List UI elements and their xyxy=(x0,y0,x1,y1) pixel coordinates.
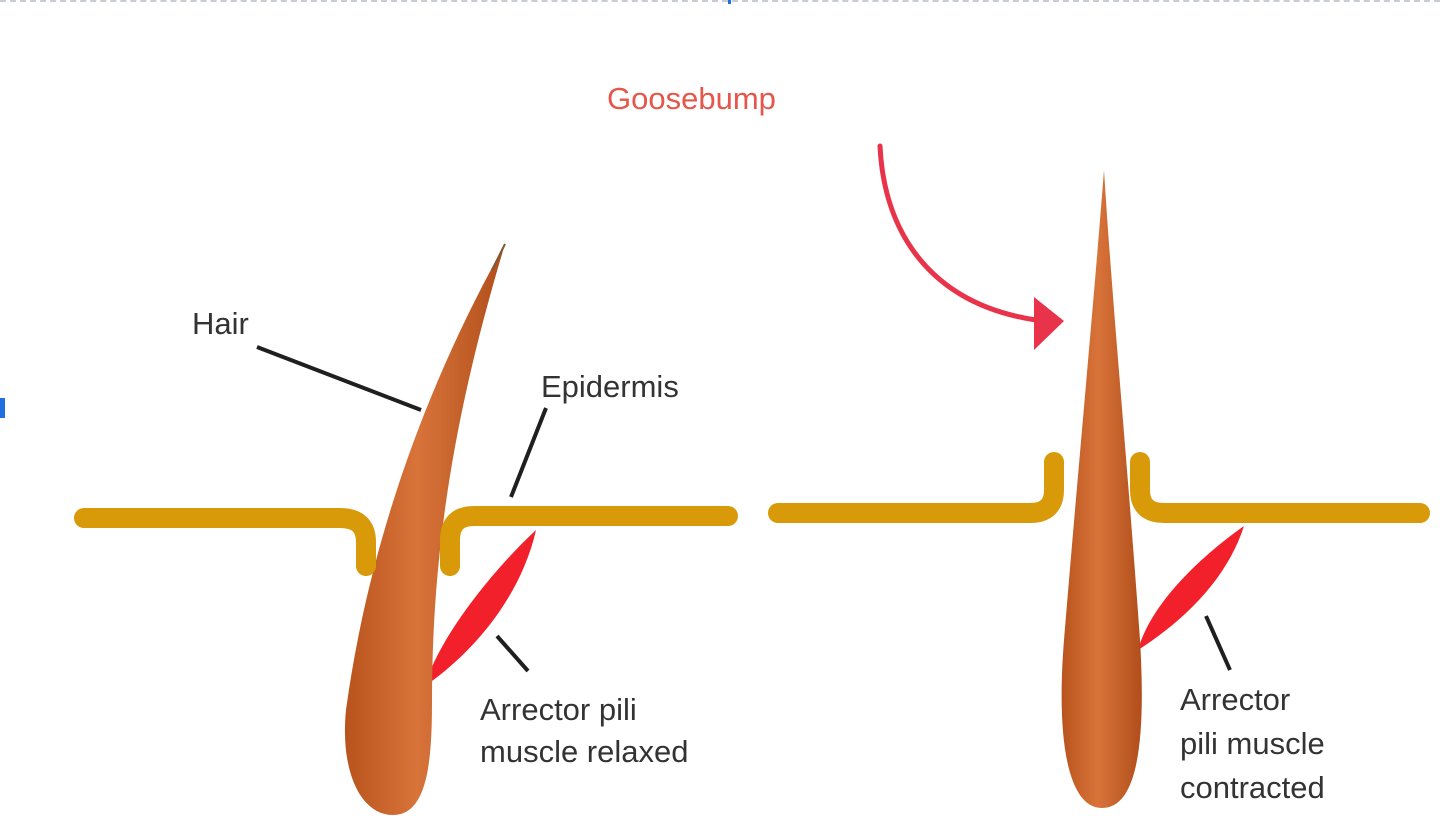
epidermis-leader-line xyxy=(509,407,548,498)
relaxed-muscle-leader-line xyxy=(495,634,530,673)
arrector-muscle-relaxed xyxy=(425,530,536,686)
left-marker xyxy=(0,398,5,418)
contracted-label-line2: pili muscle xyxy=(1180,726,1325,761)
arrector-muscle-contracted xyxy=(1138,526,1244,650)
epidermis-left xyxy=(74,506,738,576)
hair-relaxed xyxy=(344,244,505,815)
hair-label: Hair xyxy=(192,306,249,341)
contracted-muscle-leader-line xyxy=(1204,615,1232,671)
top-dashed-border xyxy=(0,0,1440,2)
diagram-title: Goosebump xyxy=(607,81,776,116)
contracted-label-line1: Arrector xyxy=(1180,682,1290,717)
relaxed-label-line2: muscle relaxed xyxy=(480,734,688,769)
relaxed-label-line1: Arrector pili xyxy=(480,692,637,727)
hair-relaxed-tip xyxy=(491,243,506,271)
top-marker xyxy=(728,0,731,4)
hair-contracted xyxy=(1061,170,1142,808)
epidermis-label: Epidermis xyxy=(541,369,679,404)
contracted-label-line3: contracted xyxy=(1180,770,1325,805)
goosebump-arrowhead xyxy=(1034,297,1064,350)
hair-leader-line xyxy=(256,345,422,412)
epidermis-right xyxy=(768,452,1430,523)
goosebump-arrow xyxy=(877,143,1039,323)
